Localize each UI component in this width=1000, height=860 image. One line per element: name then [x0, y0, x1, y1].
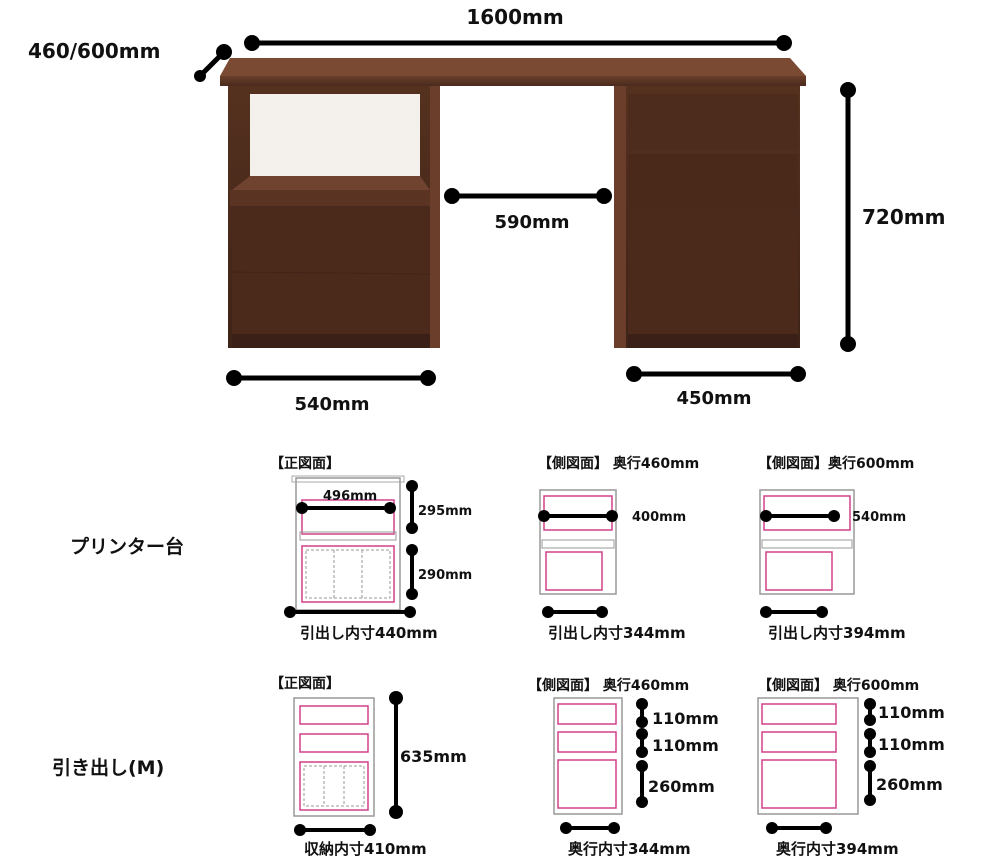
printer-side-460-drawing: 【側図面】 奥行460mm 400mm 引出し内寸344mm	[538, 455, 699, 642]
printer-inner-width: 496mm	[323, 489, 377, 504]
drawer-side-600-drawing: 【側図面】 奥行600mm 110mm 110mm 260mm 奥行内寸394m…	[757, 677, 945, 858]
printer-side-460-inner: 引出し内寸344mm	[548, 624, 686, 642]
top-dimensions: 1600mm 460/600mm 720mm 590mm 540mm 450mm	[28, 5, 945, 415]
right-pedestal-side	[614, 86, 626, 348]
right-kick	[628, 334, 798, 348]
printer-side-600-shelf: 540mm	[852, 510, 906, 525]
left-kick	[232, 334, 430, 348]
dim-width-label: 1600mm	[466, 5, 563, 29]
row-label-drawer: 引き出し(M)	[52, 756, 164, 779]
desk-illustration	[220, 58, 806, 348]
printer-drawer-inner: 引出し内寸440mm	[300, 624, 438, 642]
drawer-front-title: 【正図面】	[270, 676, 340, 692]
drawer-side-460-title: 【側図面】 奥行460mm	[528, 677, 689, 694]
drawer-side-460-h1: 110mm	[652, 709, 719, 728]
right-drawer-2	[628, 154, 798, 210]
open-shelf-floor	[232, 176, 430, 190]
drawer-side-600-h3: 260mm	[876, 775, 943, 794]
dim-gap-label: 590mm	[494, 212, 569, 233]
printer-side-460-shelf: 400mm	[632, 510, 686, 525]
left-pedestal	[228, 86, 440, 348]
row-label-printer: プリンター台	[70, 535, 184, 558]
right-drawer-3	[628, 214, 798, 334]
drawer-side-600-inner: 奥行内寸394mm	[776, 840, 899, 858]
dim-depth-label: 460/600mm	[28, 39, 160, 63]
right-pedestal	[614, 86, 800, 348]
drawer-front-height: 635mm	[400, 747, 467, 766]
drawer-side-600-h1: 110mm	[878, 703, 945, 722]
printer-side-600-inner: 引出し内寸394mm	[768, 624, 906, 642]
drawer-side-460-h2: 110mm	[652, 736, 719, 755]
dim-right-unit-label: 450mm	[676, 388, 751, 409]
printer-upper-height: 295mm	[418, 504, 472, 519]
desk-top-surface	[220, 58, 806, 76]
dim-height-label: 720mm	[862, 205, 945, 229]
desk-top-edge	[220, 76, 806, 86]
drawer-side-460-drawing: 【側図面】 奥行460mm 110mm 110mm 260mm 奥行内寸344m…	[528, 677, 719, 858]
left-pedestal-side	[430, 86, 440, 348]
shelf-front-board	[230, 190, 430, 206]
open-shelf	[250, 94, 420, 180]
printer-front-drawing: 【正図面】 496mm 295mm 290mm 引出し内寸440mm	[270, 456, 472, 642]
drawer-side-600-title: 【側図面】 奥行600mm	[758, 677, 919, 694]
right-drawer-1	[628, 94, 798, 150]
printer-front-title: 【正図面】	[270, 456, 340, 472]
drawer-front-inner: 収納内寸410mm	[304, 840, 427, 858]
drawer-side-460-h3: 260mm	[648, 777, 715, 796]
dim-left-unit-label: 540mm	[294, 394, 369, 415]
drawer-side-600-h2: 110mm	[878, 735, 945, 754]
printer-lower-height: 290mm	[418, 568, 472, 583]
drawer-front-drawing: 【正図面】 635mm 収納内寸410mm	[270, 676, 467, 858]
printer-side-600-drawing: 【側図面】奥行600mm 540mm 引出し内寸394mm	[758, 455, 914, 642]
printer-side-600-title: 【側図面】奥行600mm	[758, 455, 914, 472]
drawer-side-460-inner: 奥行内寸344mm	[568, 840, 691, 858]
printer-side-460-title: 【側図面】 奥行460mm	[538, 455, 699, 472]
